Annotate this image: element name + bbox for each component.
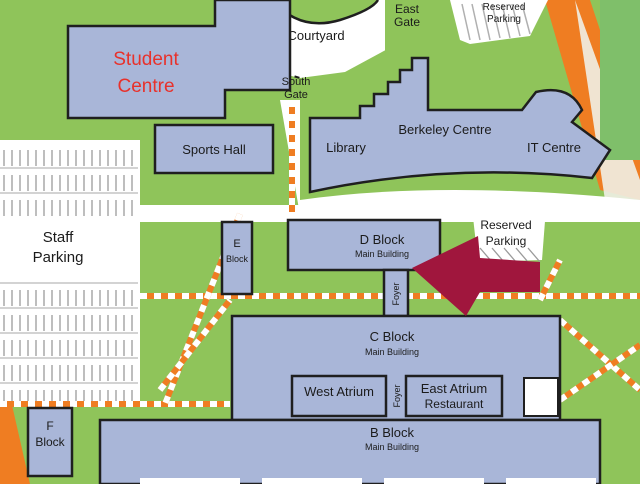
library-label: Library — [326, 140, 366, 155]
reserved-parking-area — [472, 208, 546, 262]
reserved-parking-top-lines — [461, 3, 531, 41]
c-block-sublabel: Main Building — [365, 347, 419, 357]
b-block-bottom-strip — [140, 478, 596, 484]
west-atrium-building — [290, 374, 388, 418]
reserved-parking-top-label-line2: Parking — [487, 14, 521, 25]
staff-parking-label-bg — [8, 222, 100, 270]
c-block-label: C Block — [370, 329, 415, 344]
sports-hall-building — [153, 123, 275, 175]
west-atrium-label: West Atrium — [304, 384, 374, 399]
e-block-label-line2: Block — [226, 254, 249, 264]
f-block-building — [26, 406, 74, 478]
east-atrium-sublabel: Restaurant — [425, 397, 484, 411]
staff-parking-area — [0, 140, 140, 402]
b-block-building — [98, 418, 602, 484]
south-gate-label-line2: Gate — [284, 89, 308, 101]
e-block-building — [220, 220, 254, 296]
student-centre-label-line2: Centre — [117, 76, 174, 97]
student-centre-label-line1: Student — [113, 49, 179, 70]
f-block-label-line2: Block — [35, 435, 65, 449]
reserved-parking-label-line1: Reserved — [480, 218, 531, 232]
staff-parking-bays — [0, 150, 138, 406]
entrance-arrow — [412, 236, 540, 316]
it-centre-label: IT Centre — [527, 140, 581, 155]
sports-hall-label: Sports Hall — [182, 142, 246, 157]
e-block-label-line1: E — [233, 238, 240, 250]
east-atrium-building — [404, 374, 504, 418]
east-green-edge — [600, 0, 640, 160]
southwest-road — [0, 405, 30, 484]
reserved-parking-top-label-line1: Reserved — [483, 2, 526, 13]
foyer-mid-label: Foyer — [392, 384, 402, 407]
library-berkeley-it-building — [308, 56, 612, 194]
staff-parking-label-line2: Parking — [33, 249, 84, 266]
library-forecourt — [280, 100, 640, 215]
east-gate-green — [385, 0, 445, 60]
berkeley-centre-label: Berkeley Centre — [398, 122, 491, 137]
south-gate-label-line1: South — [282, 76, 311, 88]
east-gate-label-line1: East — [395, 2, 420, 16]
student-centre-building — [66, 0, 292, 120]
reserved-parking-label-line2: Parking — [486, 234, 527, 248]
d-block-label: D Block — [360, 232, 405, 247]
foyer-top-label: Foyer — [391, 282, 401, 305]
d-block-sublabel: Main Building — [355, 249, 409, 259]
b-block-label: B Block — [370, 425, 415, 440]
staff-parking-label-line1: Staff — [43, 229, 74, 246]
b-block-sublabel: Main Building — [365, 442, 419, 452]
c-block-east-courtyard — [523, 377, 559, 417]
f-block-label-line1: F — [46, 419, 53, 433]
east-atrium-label: East Atrium — [421, 381, 487, 396]
east-gate-label-line2: Gate — [394, 15, 420, 29]
